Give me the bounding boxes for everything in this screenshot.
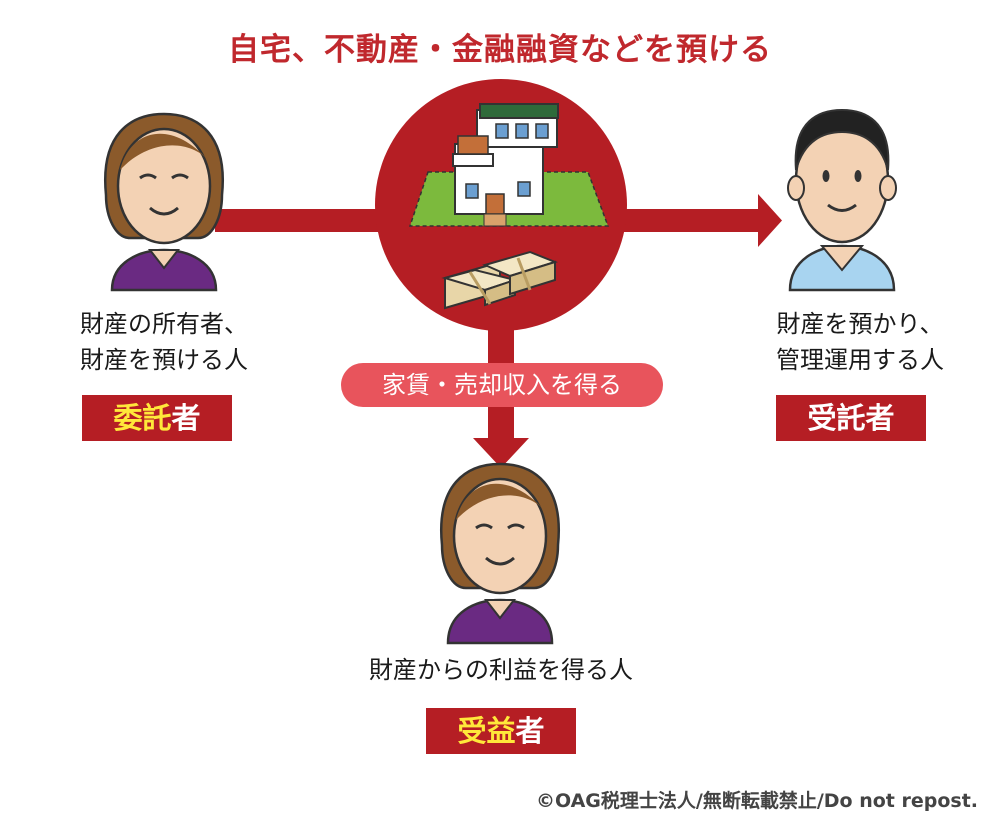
trustee-role-badge: 受託者 [776,395,926,441]
beneficiary-role-badge: 受益者 [426,708,576,754]
entrustor-description: 財産の所有者、 財産を預ける人 [44,306,284,378]
trustee-avatar [787,108,897,292]
beneficiary-role-suffix: 者 [515,714,545,748]
trustee-desc-line2: 管理運用する人 [776,346,944,374]
entrustor-desc-line2: 財産を預ける人 [80,346,248,374]
arrow-down-icon [473,438,529,468]
trustee-role-suffix: 者 [865,401,895,435]
entrustor-role-highlight: 委託 [113,401,172,435]
beneficiary-description: 財産からの利益を得る人 [320,652,682,688]
beneficiary-role-highlight: 受益 [457,714,516,748]
beneficiary-avatar [439,462,561,645]
diagram-title: 自宅、不動産・金融融資などを預ける [228,32,772,68]
beneficiary-desc-line1: 財産からの利益を得る人 [369,656,633,684]
money-bundle-icon [441,250,558,310]
house-icon [408,103,610,227]
entrustor-desc-line1: 財産の所有者、 [80,310,248,338]
income-flow-label: 家賃・売却収入を得る [341,363,663,407]
trustee-description: 財産を預かり、 管理運用する人 [740,306,980,378]
arrow-right-icon [758,194,782,247]
entrustor-role-badge: 委託者 [82,395,232,441]
copyright-notice: ©OAG税理士法人/無断転載禁止/Do not repost. [535,790,978,812]
entrustor-avatar [103,112,225,292]
trustee-role-highlight: 受託 [807,401,866,435]
trustee-desc-line1: 財産を預かり、 [776,310,944,338]
entrustor-role-suffix: 者 [171,401,201,435]
